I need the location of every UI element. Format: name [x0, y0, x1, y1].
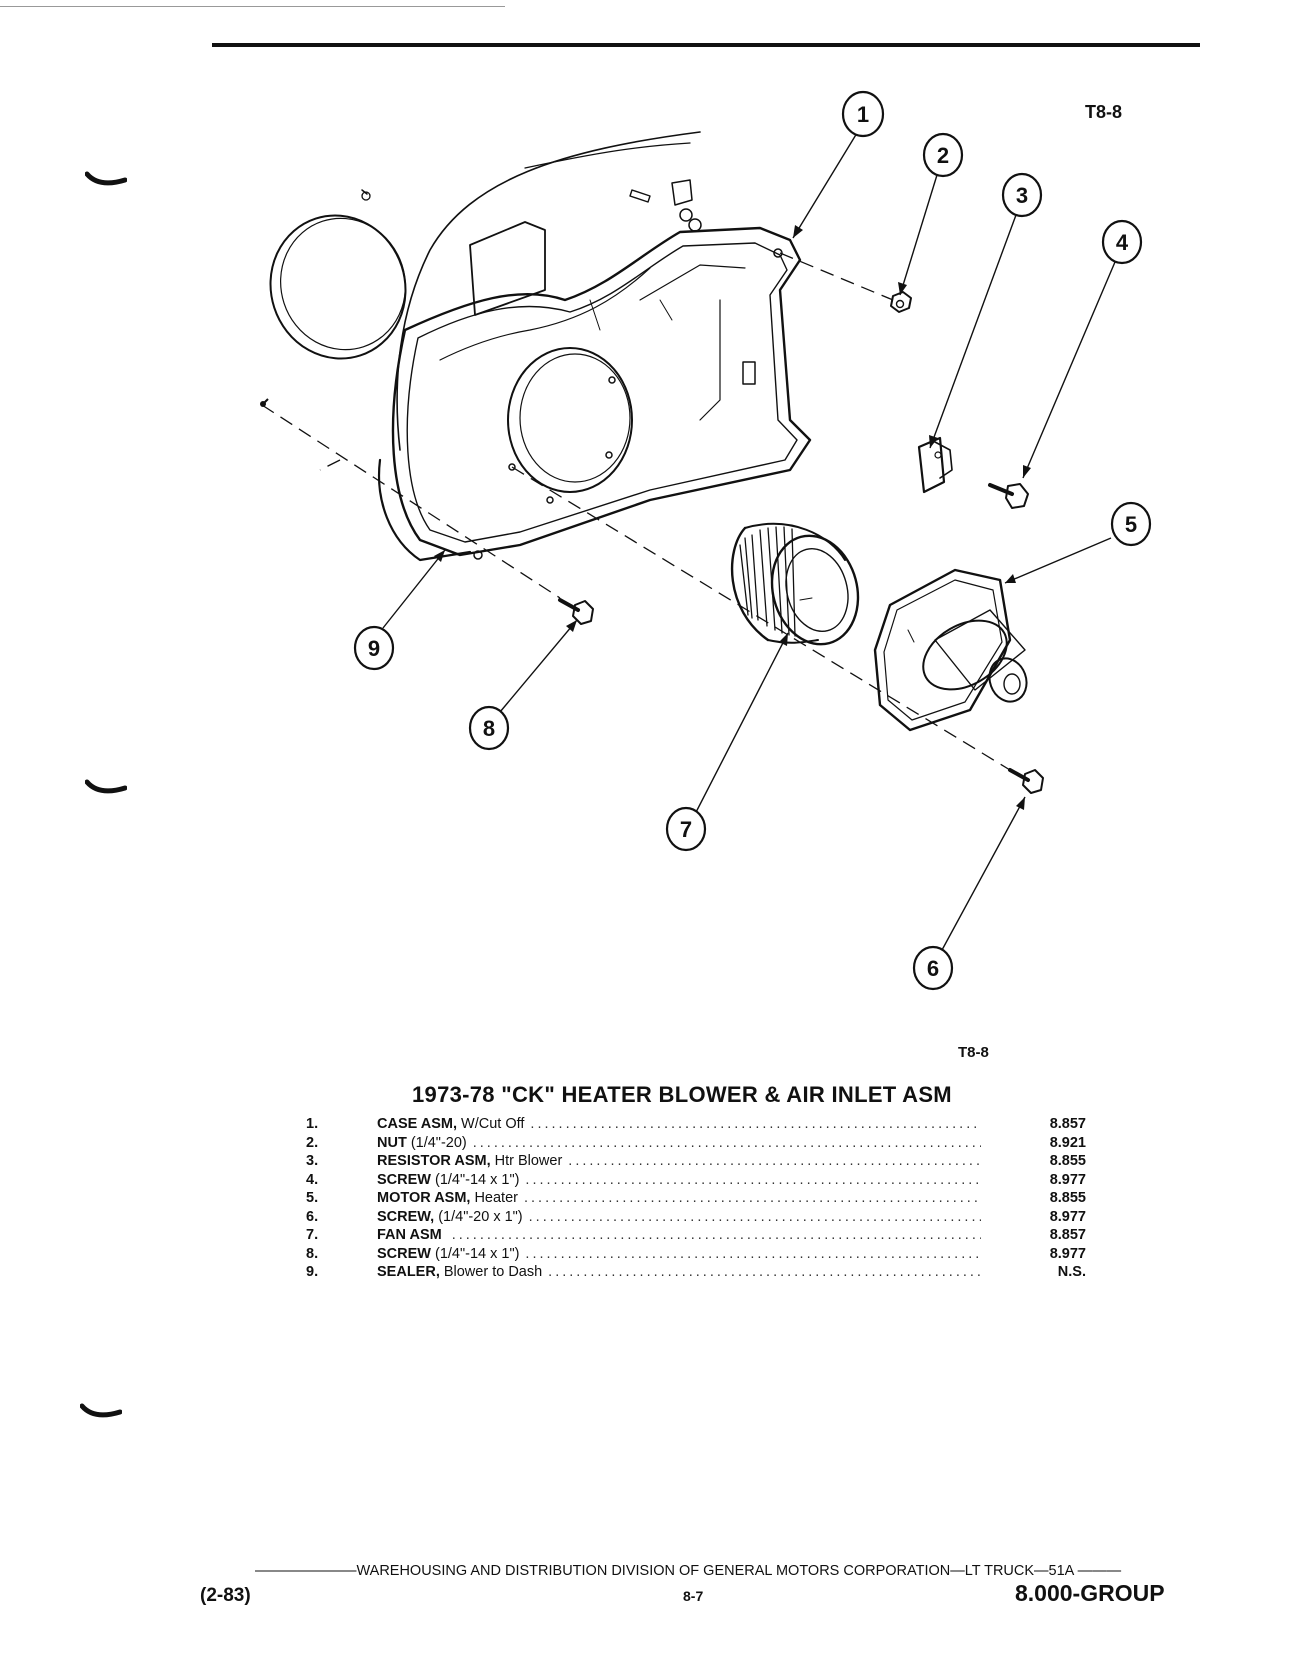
footer-revision-date: (2-83): [200, 1585, 251, 1606]
part-group-number: 8.921: [1049, 1134, 1086, 1151]
callout-4-label: 4: [1116, 230, 1129, 255]
part-group-number: 8.855: [1049, 1190, 1086, 1206]
part-row: 5. MOTOR ASM,Heater.....................…: [306, 1190, 1086, 1206]
part-name: SCREW,: [377, 1208, 435, 1225]
parts-list: 1. CASE ASM,W/Cut Off...................…: [306, 1115, 1086, 1282]
footer-group-label: 8.000-GROUP: [1015, 1580, 1165, 1606]
callout-3-label: 3: [1016, 183, 1028, 208]
callout-2-label: 2: [937, 143, 949, 168]
part-name: SCREW: [377, 1171, 431, 1188]
part-row: 4. SCREW(1/4"-14 x 1")..................…: [306, 1171, 1086, 1188]
part-detail: W/Cut Off: [461, 1116, 525, 1132]
callout-3-circle: [1001, 172, 1043, 218]
callout-1-label: 1: [857, 102, 869, 127]
part-detail: (1/4"-20 x 1"): [438, 1208, 523, 1225]
part-number: 2.: [306, 1134, 319, 1151]
part-name: MOTOR ASM,: [377, 1190, 471, 1206]
callout-6-label: 6: [927, 956, 939, 981]
case-assembly-drawing: [378, 179, 812, 562]
part-row: 3. RESISTOR ASM,Htr Blower..............…: [306, 1153, 1086, 1169]
header-rule: [212, 43, 1200, 47]
screw-4-drawing: [988, 483, 1029, 509]
scan-edge-line: [0, 6, 505, 7]
part-number: 4.: [306, 1171, 319, 1188]
callout-7-label: 7: [680, 817, 692, 842]
part-group-number: 8.855: [1049, 1153, 1086, 1169]
exploded-parts-diagram: 1 2 3 4 5 6 7 8 9: [260, 90, 1152, 991]
part-number: 9.: [306, 1264, 319, 1280]
part-group-number: 8.977: [1049, 1245, 1086, 1262]
part-detail: (1/4"-14 x 1"): [434, 1171, 520, 1188]
part-group-number: 8.857: [1049, 1227, 1086, 1243]
screw-6-drawing: [1008, 768, 1044, 794]
part-row: 1. CASE ASM,W/Cut Off...................…: [306, 1116, 1086, 1132]
callout-8-label: 8: [483, 716, 495, 741]
part-group-number: 8.977: [1049, 1171, 1086, 1188]
callout-5-label: 5: [1125, 512, 1137, 537]
motor-assembly-drawing: [873, 568, 1028, 732]
callout-2-circle: [922, 132, 964, 178]
part-row: 2. NUT(1/4"-20).........................…: [306, 1134, 1086, 1151]
part-name: SCREW: [377, 1245, 431, 1262]
part-group-number: N.S.: [1057, 1264, 1086, 1280]
callout-9-circle: [353, 625, 395, 671]
callout-5-circle: [1110, 501, 1152, 547]
figure-code-bottom: T8-8: [958, 1044, 989, 1061]
part-name: SEALER,: [377, 1264, 440, 1280]
part-row: 6. SCREW,(1/4"-20 x 1").................…: [306, 1208, 1086, 1225]
part-name: FAN ASM: [377, 1227, 442, 1243]
part-number: 7.: [306, 1227, 319, 1243]
part-row: 8. SCREW(1/4"-14 x 1")..................…: [306, 1245, 1086, 1262]
resistor-drawing: [917, 436, 953, 494]
callout-4-circle: [1101, 219, 1143, 265]
footer-publisher-line: ———————WAREHOUSING AND DISTRIBUTION DIVI…: [255, 1563, 1122, 1579]
figure-code-top: T8-8: [1085, 102, 1123, 122]
part-detail: (1/4"-14 x 1"): [434, 1245, 520, 1262]
screw-8-drawing: [558, 598, 594, 625]
binder-hole-mark-top: [85, 171, 127, 186]
parts-list-title: 1973-78 "CK" HEATER BLOWER & AIR INLET A…: [412, 1082, 952, 1107]
part-number: 3.: [306, 1153, 319, 1169]
part-detail: (1/4"-20): [410, 1134, 467, 1151]
fan-assembly-drawing: [730, 523, 860, 646]
dash-opening-outline: [269, 214, 407, 360]
part-detail: Htr Blower: [494, 1153, 563, 1169]
nut-drawing: [890, 291, 912, 313]
part-number: 1.: [306, 1116, 319, 1132]
part-group-number: 8.977: [1049, 1208, 1086, 1225]
binder-hole-mark-middle: [85, 779, 127, 794]
part-group-number: 8.857: [1049, 1116, 1086, 1132]
footer-page-number: 8-7: [683, 1588, 704, 1604]
part-name: CASE ASM,: [377, 1116, 458, 1132]
part-row: 7. FAN ASM..............................…: [306, 1227, 1086, 1243]
binder-hole-mark-bottom: [80, 1403, 122, 1418]
part-number: 8.: [306, 1245, 319, 1262]
part-row: 9. SEALER,Blower to Dash................…: [306, 1264, 1086, 1280]
callout-1-circle: [841, 90, 885, 138]
part-number: 6.: [306, 1208, 319, 1225]
callout-9-label: 9: [368, 636, 380, 661]
part-name: RESISTOR ASM,: [377, 1153, 491, 1169]
callout-8-circle: [468, 705, 510, 751]
part-name: NUT: [377, 1134, 407, 1151]
part-number: 5.: [306, 1190, 319, 1206]
callout-6-circle: [912, 945, 954, 991]
part-detail: Heater: [474, 1190, 518, 1206]
callout-7-circle: [665, 806, 707, 852]
part-detail: Blower to Dash: [443, 1264, 543, 1280]
